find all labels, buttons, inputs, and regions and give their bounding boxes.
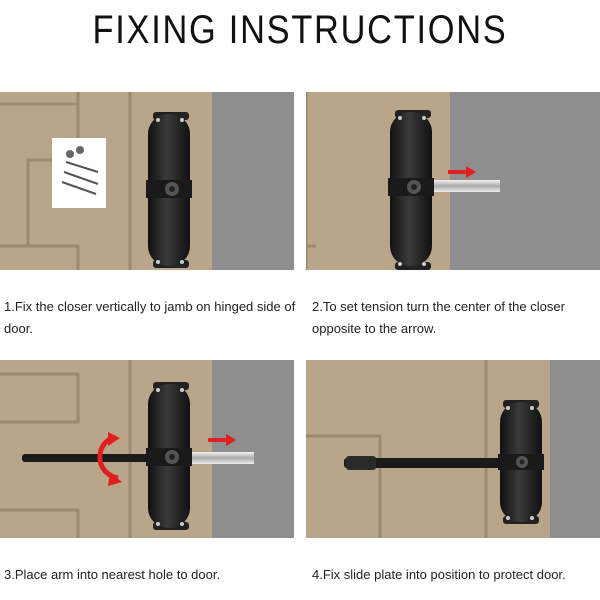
step-1-illustration [0,92,294,270]
page-title: FIXING INSTRUCTIONS [92,8,508,52]
step-2-caption: 2.To set tension turn the center of the … [312,299,565,336]
closer-device [146,112,192,268]
closer-device [498,400,544,524]
closer-arm [22,454,152,462]
step-4-caption: 4.Fix slide plate into position to prote… [312,567,566,582]
screws-icon [52,138,106,208]
slide-plate [346,456,376,470]
step-3-caption: 3.Place arm into nearest hole to door. [4,567,221,582]
spring-rod [180,452,254,464]
step-2-illustration [306,92,600,270]
wall-surface [212,92,294,270]
step-3-illustration [0,360,294,538]
arrow-right-icon [208,434,236,446]
step-4-illustration [306,360,600,538]
wall-surface [212,360,294,538]
closer-device [146,382,192,530]
step-1-caption: 1.Fix the closer vertically to jamb on h… [4,299,296,336]
arrow-right-icon [448,166,476,178]
closer-device [388,110,434,270]
rotate-arrow-icon [97,432,122,486]
closer-arm [344,458,520,468]
wall-surface [550,360,600,538]
spring-rod [432,180,500,192]
